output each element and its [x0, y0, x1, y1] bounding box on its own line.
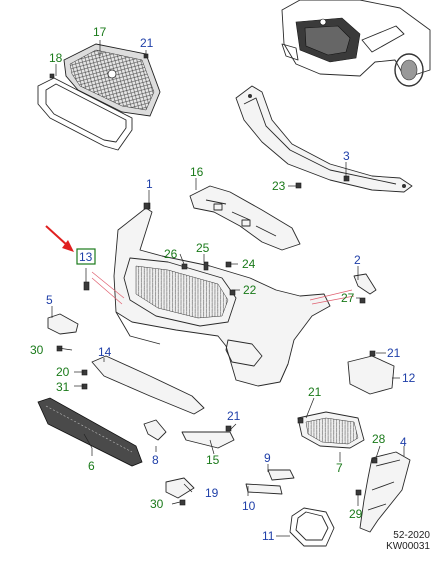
callout-30a: 30: [30, 343, 44, 357]
callout-24: 24: [242, 257, 256, 271]
callout-31: 31: [56, 380, 70, 394]
part-1-front-bumper-cover: [113, 207, 331, 387]
callout-14: 14: [98, 345, 112, 359]
part-11-fog-surround: [289, 507, 335, 547]
fasteners: [49, 53, 378, 506]
callout-12: 12: [402, 371, 416, 385]
callout-23: 23: [272, 179, 286, 193]
callout-10: 10: [242, 499, 256, 513]
highlight-box-13: [76, 248, 96, 265]
part-3-upper-reinforcement: [235, 85, 413, 193]
callout-3: 3: [343, 149, 350, 163]
callout-21c: 21: [308, 385, 322, 399]
callout-1: 1: [146, 177, 153, 191]
leader-lines: [51, 40, 405, 537]
callout-2: 2: [354, 253, 361, 267]
part-5-bracket-left: [47, 313, 79, 335]
part-2-bracket-right: [353, 273, 377, 295]
callout-25: 25: [196, 241, 210, 255]
callout-28: 28: [372, 432, 386, 446]
callout-9: 9: [264, 451, 271, 465]
part-15-trim-strip: [181, 431, 235, 449]
callout-8: 8: [152, 453, 159, 467]
callout-labels: 1 2 3 4 5 6 7 8 9 10 11 12 13 14 15 16 1…: [30, 25, 416, 543]
callout-15: 15: [206, 453, 220, 467]
red-arrow-indicator: [45, 225, 74, 252]
callout-26: 26: [164, 247, 178, 261]
part-16-air-deflector: [189, 185, 301, 251]
part-12-cover: [347, 355, 395, 395]
callout-16: 16: [190, 165, 204, 179]
callout-17: 17: [93, 25, 107, 39]
callout-21b: 21: [387, 346, 401, 360]
part-10-trim: [245, 483, 283, 495]
callout-4: 4: [400, 435, 407, 449]
drawing-reference: 52-2020 KW00031: [386, 530, 430, 552]
part-14-lower-spoiler: [91, 355, 205, 415]
callout-21a: 21: [140, 36, 154, 50]
callout-29: 29: [349, 507, 363, 521]
callout-6: 6: [88, 459, 95, 473]
part-8-trim-left: [143, 419, 167, 441]
callout-19: 19: [205, 486, 219, 500]
callout-20: 20: [56, 365, 70, 379]
part-7-fog-lamp-bezel: [297, 411, 365, 449]
callout-5: 5: [46, 293, 53, 307]
callout-22: 22: [243, 283, 257, 297]
drawing-date-code: 52-2020: [393, 530, 430, 541]
part-6-lower-grille: [37, 397, 143, 467]
callout-27: 27: [341, 291, 355, 305]
callout-7: 7: [336, 461, 343, 475]
callout-30b: 30: [150, 497, 164, 511]
callout-11: 11: [262, 529, 275, 543]
part-17-grille-mesh: [63, 43, 161, 117]
part-4-deflector-right: [359, 451, 411, 533]
drawing-id: KW00031: [386, 541, 430, 552]
part-9-clip-trim: [267, 469, 295, 481]
part-19-bracket: [165, 477, 195, 499]
vehicle-thumbnail: [281, 0, 431, 87]
callout-18: 18: [49, 51, 63, 65]
callout-13: 13: [79, 250, 93, 264]
callout-21d: 21: [227, 409, 241, 423]
